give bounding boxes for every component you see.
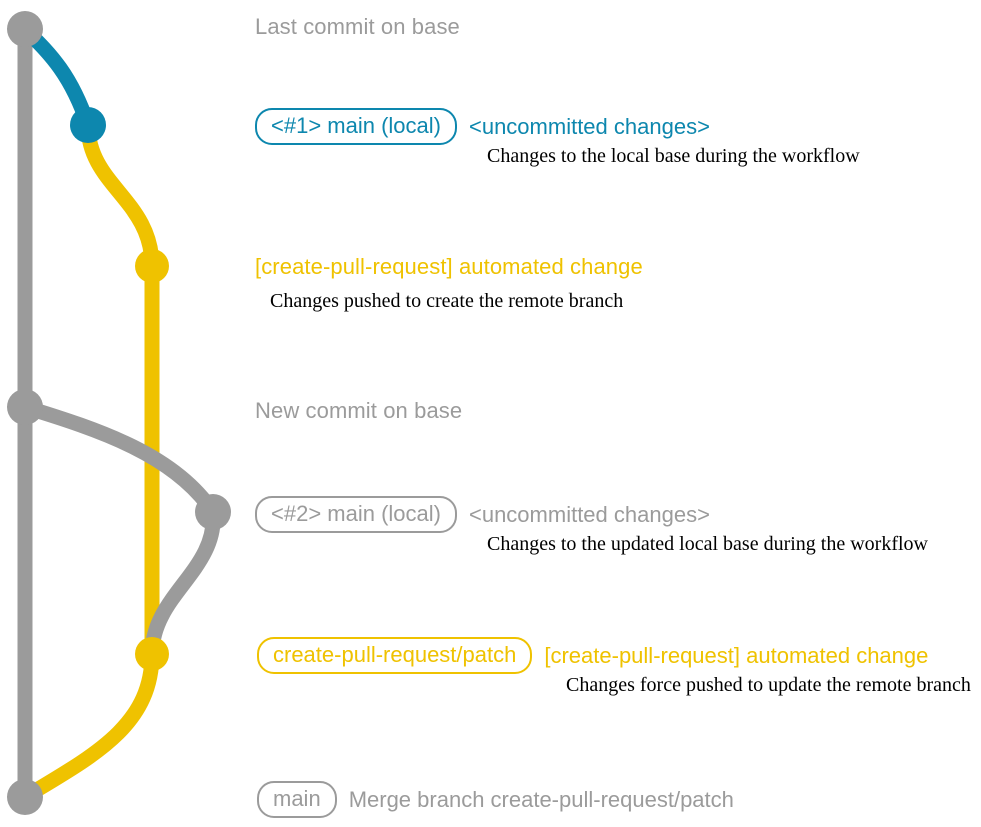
commit-message-automated-change-1: [create-pull-request] automated change — [255, 254, 643, 279]
commit-row-local-main-1: <#1> main (local) <uncommitted changes> — [255, 108, 710, 146]
commit-node-automated-change-2[interactable] — [135, 637, 169, 671]
commit-message-merge-commit: Merge branch create-pull-request/patch — [348, 786, 734, 812]
edge-local1-to-remote1 — [80, 117, 160, 274]
commit-description-automated-change-1: Changes pushed to create the remote bran… — [270, 290, 624, 312]
ref-badge-main[interactable]: main — [257, 781, 337, 819]
commit-description-automated-change-2: Changes force pushed to update the remot… — [566, 674, 971, 696]
edge-base-to-local1 — [17, 21, 96, 133]
edge-base2-to-local2 — [17, 399, 221, 520]
commit-message-new-commit-on-base: New commit on base — [255, 398, 463, 423]
commit-node-new-commit-on-base[interactable] — [7, 389, 43, 425]
commit-message-last-commit-on-base: Last commit on base — [255, 14, 460, 39]
commit-message-local-main-2: <uncommitted changes> — [468, 501, 710, 527]
edge-local2-to-remote2 — [144, 504, 221, 662]
commit-message-local-main-1: <uncommitted changes> — [468, 113, 710, 139]
ref-badge-local-main-2[interactable]: <#2> main (local) — [255, 496, 457, 534]
ref-badge-create-pull-request-patch[interactable]: create-pull-request/patch — [257, 637, 533, 675]
commit-node-merge-commit[interactable] — [7, 779, 43, 815]
ref-badge-local-main-1[interactable]: <#1> main (local) — [255, 108, 457, 146]
edge-remote2-to-merge — [17, 646, 160, 805]
commit-row-automated-change-2: create-pull-request/patch [create-pull-r… — [257, 637, 929, 675]
commit-node-last-commit-on-base[interactable] — [7, 11, 43, 47]
commit-node-local-main-2[interactable] — [195, 494, 231, 530]
commit-description-local-main-1: Changes to the local base during the wor… — [487, 145, 860, 167]
commit-node-automated-change-1[interactable] — [135, 249, 169, 283]
commit-message-automated-change-2: [create-pull-request] automated change — [544, 642, 929, 668]
commit-row-local-main-2: <#2> main (local) <uncommitted changes> — [255, 496, 710, 534]
commit-row-merge-commit: main Merge branch create-pull-request/pa… — [257, 781, 734, 819]
commit-node-local-main-1[interactable] — [70, 107, 106, 143]
commit-description-local-main-2: Changes to the updated local base during… — [487, 533, 928, 555]
